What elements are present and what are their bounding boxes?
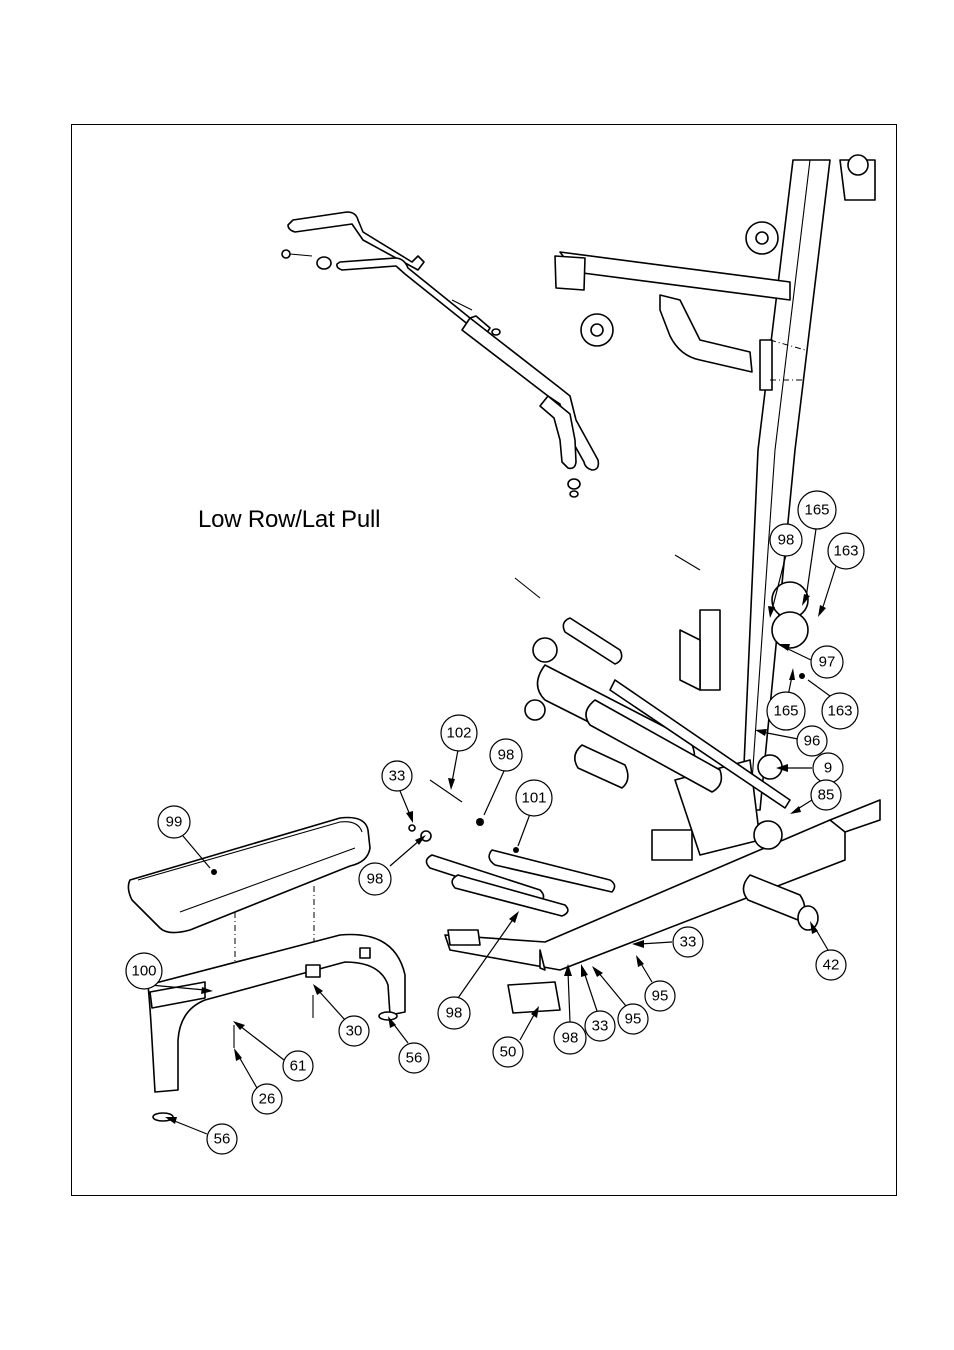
diagram-frame bbox=[71, 124, 897, 1196]
callout-165-bottom: 165 bbox=[773, 703, 798, 720]
callout-101: 101 bbox=[521, 790, 546, 807]
callout-95-upper: 95 bbox=[652, 988, 669, 1005]
callout-61: 61 bbox=[290, 1058, 307, 1075]
callout-33-lower: 33 bbox=[592, 1018, 609, 1035]
callout-26: 26 bbox=[259, 1091, 276, 1108]
callout-98-lower: 98 bbox=[446, 1005, 463, 1022]
callout-102: 102 bbox=[446, 725, 471, 742]
lat-bar bbox=[281, 211, 600, 498]
callout-98-left: 98 bbox=[367, 871, 384, 888]
callout-165-top: 165 bbox=[804, 502, 829, 519]
callout-50: 50 bbox=[500, 1044, 517, 1061]
callout-9: 9 bbox=[824, 760, 832, 777]
callout-95-lower: 95 bbox=[625, 1011, 642, 1028]
callout-85: 85 bbox=[818, 787, 835, 804]
callout-33-right: 33 bbox=[680, 934, 697, 951]
callout-56-right: 56 bbox=[406, 1050, 423, 1067]
callout-56-bottom: 56 bbox=[214, 1131, 231, 1148]
callout-98-top: 98 bbox=[778, 532, 795, 549]
upright-frame bbox=[554, 154, 876, 811]
callout-163-bottom: 163 bbox=[827, 703, 852, 720]
callout-42: 42 bbox=[823, 957, 840, 974]
callout-98-upper: 98 bbox=[498, 747, 515, 764]
diagram-title: Low Row/Lat Pull bbox=[198, 506, 381, 533]
callout-96: 96 bbox=[804, 733, 821, 750]
callouts: 165 98 163 97 165 163 96 bbox=[125, 490, 865, 1155]
callout-30: 30 bbox=[346, 1023, 363, 1040]
leader-line bbox=[805, 521, 818, 599]
lower-frame bbox=[444, 554, 881, 971]
seat-links bbox=[408, 779, 616, 917]
callout-circle bbox=[797, 490, 837, 530]
foot-plate bbox=[447, 929, 561, 1014]
callout-99: 99 bbox=[166, 814, 183, 831]
callout-33-upper: 33 bbox=[389, 768, 406, 785]
callout-97: 97 bbox=[819, 654, 836, 671]
callout-163-top: 163 bbox=[833, 543, 858, 560]
callout-98-bottom: 98 bbox=[562, 1030, 579, 1047]
callout-100: 100 bbox=[131, 963, 156, 980]
